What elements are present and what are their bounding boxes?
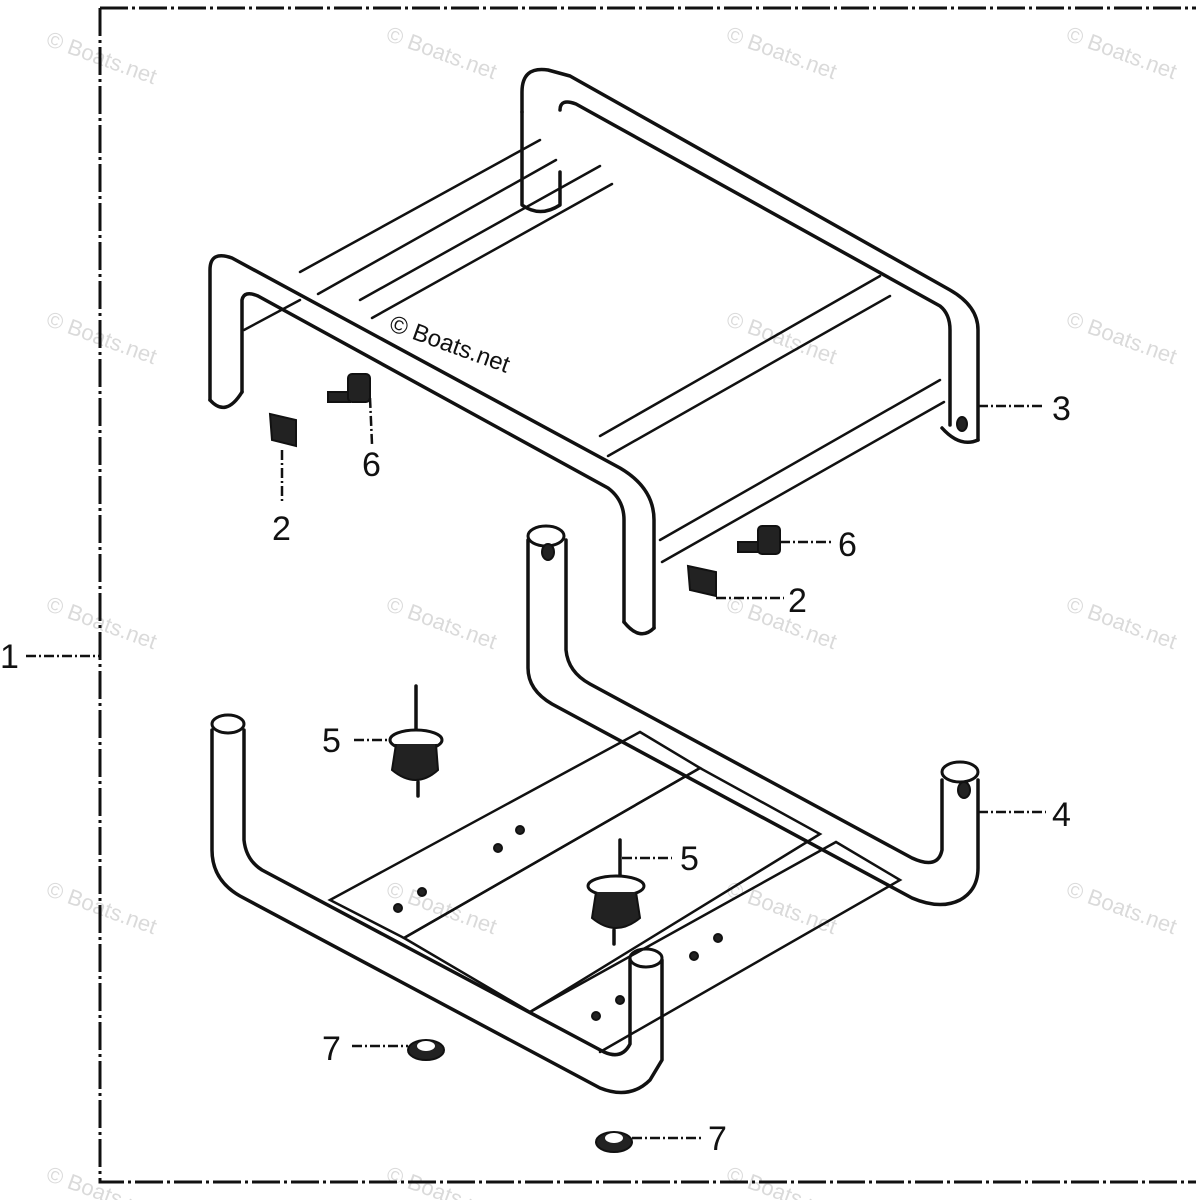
watermark: © Boats.net — [43, 306, 160, 369]
plate-hole — [393, 903, 403, 913]
plate-hole — [689, 951, 699, 961]
lower-frame-bolt-hole — [957, 781, 971, 799]
lower-frame-left-tube — [210, 728, 664, 1095]
callout-2: 2 — [272, 510, 291, 548]
lower-plate-left — [327, 730, 703, 940]
lower-frame — [210, 524, 980, 1095]
upper-frame-front-arch-inner — [240, 292, 626, 624]
watermark: © Boats.net — [1063, 591, 1180, 654]
mount-damper-icon — [586, 838, 646, 946]
watermark: © Boats.net — [1063, 306, 1180, 369]
upper-frame-back-arch-inner — [558, 100, 952, 427]
callout-5: 5 — [322, 722, 341, 760]
upper-rail-2 — [358, 164, 614, 320]
callout-7: 7 — [708, 1120, 727, 1158]
lower-frame-tube-end — [210, 713, 246, 735]
lower-frame-tube-end — [940, 760, 980, 784]
lower-frame-back-tube-inner — [564, 538, 944, 865]
upper-rail-3 — [598, 274, 892, 458]
watermark: © Boats.net — [723, 306, 840, 369]
watermark: © Boats.net — [723, 876, 840, 939]
assembly-boundary — [98, 6, 1196, 1184]
watermark: © Boats.net — [383, 591, 500, 654]
lower-frame-back-tube — [526, 538, 980, 907]
watermark: © Boats.net — [43, 876, 160, 939]
lower-frame-bolt-hole — [541, 543, 555, 561]
lower-plate-center — [401, 766, 823, 1014]
watermark: © Boats.net — [1063, 876, 1180, 939]
lower-frame-tube-end — [628, 947, 664, 969]
plate-hole — [417, 887, 427, 897]
upper-frame-front-leg-r — [622, 620, 656, 636]
rubber-mount-bolt-icon — [327, 373, 371, 403]
clip-nut-icon — [686, 564, 717, 598]
callout-7: 7 — [322, 1030, 341, 1068]
upper-frame-front-arch — [208, 254, 656, 630]
watermark: © Boats.net — [383, 21, 500, 84]
watermark: © Boats.net — [723, 591, 840, 654]
upper-rail-1 — [298, 138, 558, 296]
callout-4: 4 — [1052, 796, 1071, 834]
callout-5: 5 — [680, 840, 699, 878]
upper-frame-back-arch — [520, 67, 980, 442]
rubber-mount-bolt-icon — [737, 525, 781, 555]
callout-3: 3 — [1052, 390, 1071, 428]
upper-frame-back-leg — [520, 110, 562, 214]
upper-frame-back-leg-r — [940, 426, 980, 444]
lower-frame-tube-end — [526, 524, 566, 548]
callout-1: 1 — [0, 638, 19, 676]
upper-frame-bolt-hole — [956, 416, 968, 432]
upper-frame-front-leg-l — [208, 390, 244, 410]
upper-rail-5 — [242, 298, 302, 332]
tube-cap-icon — [595, 1131, 633, 1153]
watermark: © Boats.net — [723, 21, 840, 84]
watermark: © Boats.net — [43, 26, 160, 89]
callout-6: 6 — [838, 526, 857, 564]
plate-hole — [591, 1011, 601, 1021]
watermark: © Boats.net — [43, 591, 160, 654]
mount-damper-icon — [388, 684, 444, 798]
plate-hole — [515, 825, 525, 835]
clip-nut-icon — [268, 412, 297, 448]
plate-hole — [615, 995, 625, 1005]
callout-6: 6 — [362, 446, 381, 484]
plate-hole — [713, 933, 723, 943]
watermark: © Boats.net — [1063, 21, 1180, 84]
watermark-center: © Boats.net — [386, 310, 514, 378]
upper-frame — [208, 67, 980, 636]
watermark-grid: © Boats.net © Boats.net © Boats.net © Bo… — [43, 21, 1180, 1200]
upper-rail-4 — [658, 378, 946, 564]
lower-frame-left-tube-inner — [242, 728, 632, 1057]
tube-cap-icon — [407, 1039, 445, 1061]
callout-2: 2 — [788, 582, 807, 620]
lower-plate-right — [528, 840, 903, 1054]
leader-line-6a — [368, 397, 374, 445]
plate-hole — [493, 843, 503, 853]
